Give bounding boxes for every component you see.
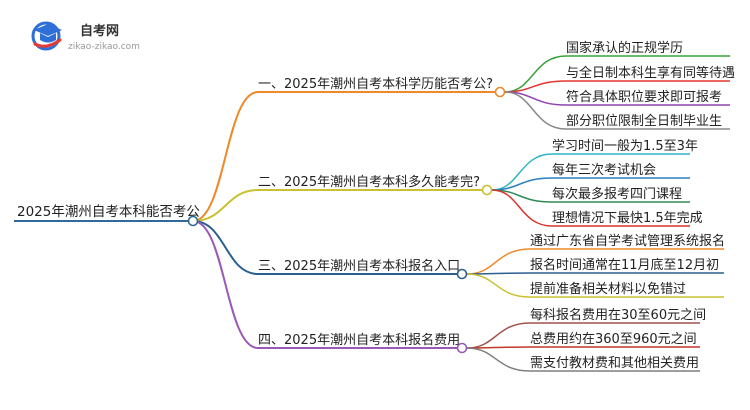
branch-to-leaf-link xyxy=(504,91,567,130)
leaf-label: 总费用约在360至960元之间 xyxy=(530,332,697,347)
leaf-label: 提前准备相关材料以免错过 xyxy=(530,281,686,297)
root-to-branch-link xyxy=(192,189,259,222)
branch-1-leaf-1[interactable]: 国家承认的正规学历 xyxy=(566,40,683,56)
branch-1-leaf-4[interactable]: 部分职位限制全日制毕业生 xyxy=(566,113,722,129)
branch-1-label: 一、2025年潮州自考本科学历能否考公? xyxy=(258,76,493,92)
branch-3-leaf-2[interactable]: 报名时间通常在11月底至12月初 xyxy=(530,257,719,273)
leaf-label: 符合具体职位要求即可报考 xyxy=(566,89,722,105)
leaf-label: 每次最多报考四门课程 xyxy=(552,186,682,202)
root-to-branch-link xyxy=(192,220,259,275)
graduation-cap-icon xyxy=(31,21,62,51)
branch-3-label: 三、2025年潮州自考本科报名入口 xyxy=(258,258,460,274)
branch-2-leaf-4[interactable]: 理想情况下最快1.5年完成 xyxy=(552,210,703,226)
root-node-circle[interactable] xyxy=(187,215,199,227)
branch-2-leaf-2[interactable]: 每年三次考试机会 xyxy=(552,162,656,178)
leaf-label: 通过广东省自学考试管理系统报名 xyxy=(530,233,725,249)
branch-3-leaf-1[interactable]: 通过广东省自学考试管理系统报名 xyxy=(530,233,725,249)
site-logo: 自考网 zikao-zikao.com xyxy=(31,21,140,52)
branch-to-leaf-link xyxy=(491,153,553,191)
leaf-label: 学习时间一般为1.5至3年 xyxy=(552,138,698,154)
leaf-label: 部分职位限制全日制毕业生 xyxy=(566,113,722,129)
branch-4-leaf-3[interactable]: 需支付教材费和其他相关费用 xyxy=(530,355,699,371)
leaf-label: 每科报名费用在30至60元之间 xyxy=(530,307,706,323)
root-label: 2025年潮州自考本科能否考公 xyxy=(17,204,200,220)
logo-subtitle: zikao-zikao.com xyxy=(68,42,140,52)
branch-3[interactable]: 三、2025年潮州自考本科报名入口 xyxy=(258,258,460,274)
branch-node-1[interactable] xyxy=(494,86,506,98)
leaf-label: 国家承认的正规学历 xyxy=(566,40,683,56)
branch-node-4[interactable] xyxy=(456,342,468,354)
branch-1-leaf-3[interactable]: 符合具体职位要求即可报考 xyxy=(566,89,722,105)
branch-4[interactable]: 四、2025年潮州自考本科报名费用 xyxy=(258,332,460,348)
leaf-label: 需支付教材费和其他相关费用 xyxy=(530,355,699,371)
root-to-branch-link xyxy=(192,220,259,349)
branch-2-leaf-1[interactable]: 学习时间一般为1.5至3年 xyxy=(552,138,698,154)
connector-lines xyxy=(192,55,730,372)
branch-2[interactable]: 二、2025年潮州自考本科多久能考完? xyxy=(258,174,480,190)
branch-4-leaf-2[interactable]: 总费用约在360至960元之间 xyxy=(530,332,697,347)
branch-node-2[interactable] xyxy=(481,184,493,196)
branch-to-leaf-link xyxy=(466,248,531,275)
branch-1-leaf-2[interactable]: 与全日制本科生享有同等待遇 xyxy=(566,65,735,81)
branch-nodes xyxy=(187,86,506,354)
leaf-label: 每年三次考试机会 xyxy=(552,162,656,178)
leaf-label: 报名时间通常在11月底至12月初 xyxy=(530,257,719,273)
logo-title: 自考网 xyxy=(80,23,119,39)
branch-2-leaf-3[interactable]: 每次最多报考四门课程 xyxy=(552,186,682,202)
branch-to-leaf-link xyxy=(466,347,531,372)
branch-to-leaf-link xyxy=(466,322,531,349)
branch-2-label: 二、2025年潮州自考本科多久能考完? xyxy=(258,174,480,190)
branch-1[interactable]: 一、2025年潮州自考本科学历能否考公? xyxy=(258,76,493,92)
root-node[interactable]: 2025年潮州自考本科能否考公 xyxy=(14,204,200,222)
branch-4-label: 四、2025年潮州自考本科报名费用 xyxy=(258,332,460,348)
branch-3-leaf-3[interactable]: 提前准备相关材料以免错过 xyxy=(530,281,686,297)
branch-4-leaf-1[interactable]: 每科报名费用在30至60元之间 xyxy=(530,307,706,323)
root-to-branch-link xyxy=(192,91,259,222)
leaf-label: 与全日制本科生享有同等待遇 xyxy=(566,65,735,81)
branch-node-3[interactable] xyxy=(456,268,468,280)
leaf-label: 理想情况下最快1.5年完成 xyxy=(552,210,703,226)
branch-to-leaf-link xyxy=(466,273,531,298)
branch-to-leaf-link xyxy=(491,189,553,227)
